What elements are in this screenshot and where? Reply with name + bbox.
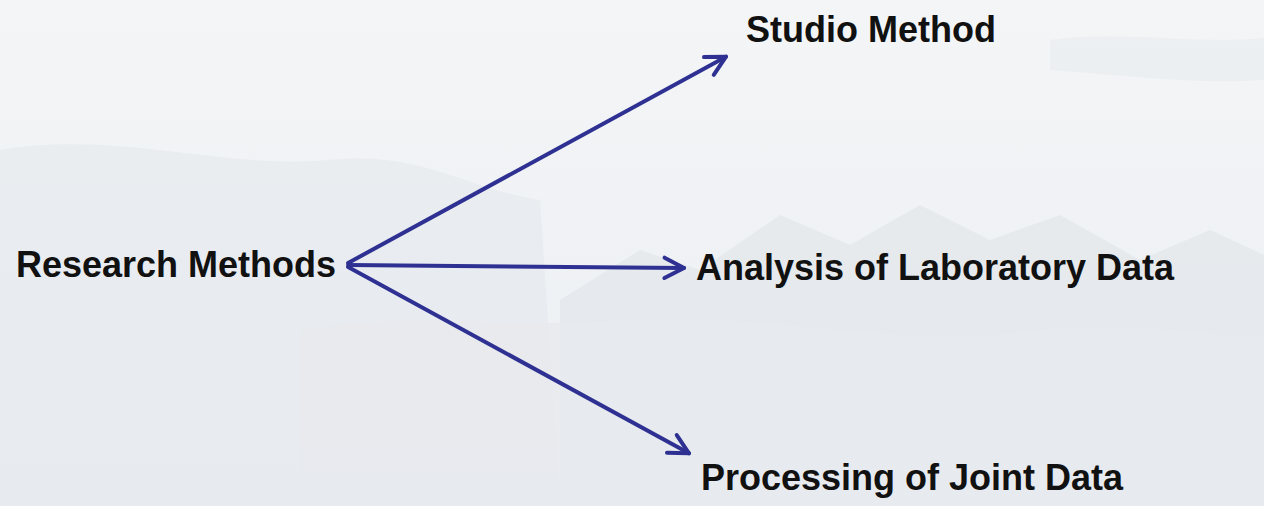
arrow-connector: [348, 57, 726, 263]
arrow-head: [664, 258, 684, 278]
arrow-head: [667, 435, 689, 453]
method-label: Analysis of Laboratory Data: [690, 245, 1180, 290]
lake-shore: [300, 318, 1264, 506]
arrow-line: [348, 57, 726, 263]
method-label: Research Methods: [10, 242, 342, 287]
arrow-line: [348, 265, 684, 268]
cloud: [1050, 36, 1264, 81]
arrow-line: [348, 267, 689, 453]
arrow-connector: [348, 258, 684, 278]
node-text: Research Methods: [16, 244, 336, 285]
node-text: Processing of Joint Data: [701, 457, 1123, 498]
arrow-head: [704, 57, 726, 75]
node-text: Studio Method: [746, 9, 996, 50]
node-text: Analysis of Laboratory Data: [696, 247, 1174, 288]
method-label: Studio Method: [740, 7, 1002, 52]
method-label: Processing of Joint Data: [695, 455, 1129, 500]
arrow-connector: [348, 267, 689, 453]
